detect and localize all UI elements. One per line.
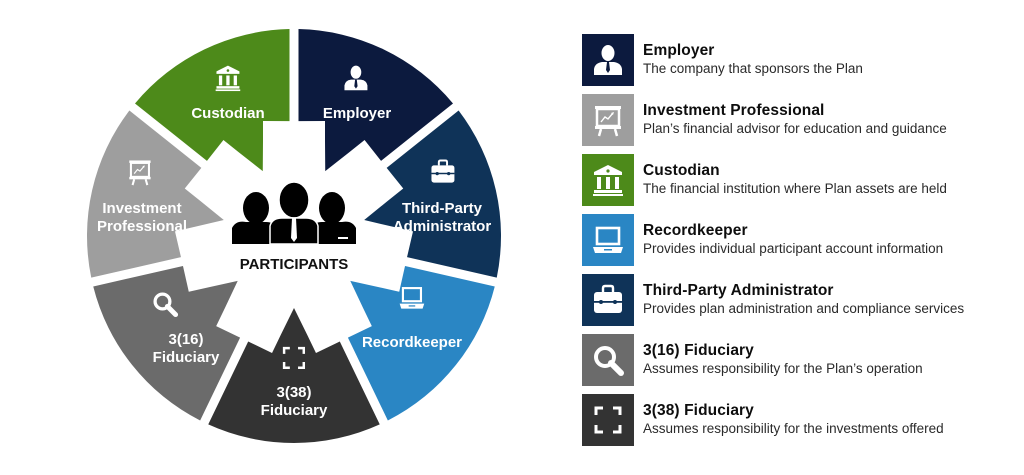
- segment-custodian[interactable]: Custodian: [135, 29, 290, 172]
- bank-icon: [593, 165, 623, 196]
- segment-shape: [93, 265, 241, 421]
- segment-shape: [87, 110, 224, 278]
- segment-recordkeeper[interactable]: Recordkeeper: [347, 265, 495, 421]
- segment-label: 3(16)Fiduciary: [153, 331, 220, 366]
- presentation-chart-icon: [595, 106, 621, 137]
- segment-3-38-fiduciary[interactable]: 3(38)Fiduciary: [208, 308, 380, 444]
- legend-icon-box: [582, 154, 634, 206]
- legend-title: Custodian: [643, 162, 720, 179]
- legend-title: Recordkeeper: [643, 222, 748, 239]
- legend-icon-box: [582, 274, 634, 326]
- person-icon: [344, 65, 368, 91]
- segment-label: Employer: [323, 105, 392, 122]
- segment-shape: [347, 265, 495, 421]
- person-icon: [594, 45, 622, 75]
- briefcase-icon: [594, 284, 622, 313]
- legend-icon-box: [582, 34, 634, 86]
- magnifier-icon: [153, 292, 179, 318]
- focus-brackets-icon: [594, 406, 622, 434]
- segment-shape: [364, 110, 501, 278]
- focus-brackets-icon: [282, 346, 306, 370]
- legend-description: The company that sponsors the Plan: [643, 61, 863, 76]
- segment-label: Custodian: [191, 105, 264, 122]
- legend-description: Plan’s financial advisor for education a…: [643, 121, 947, 136]
- segment-employer[interactable]: Employer: [298, 29, 454, 172]
- people-group-icon: [232, 181, 356, 245]
- briefcase-icon: [431, 159, 455, 183]
- segment-shape: [298, 29, 453, 172]
- segment-label: 3(38)Fiduciary: [261, 384, 328, 419]
- legend-description: The financial institution where Plan ass…: [643, 181, 947, 196]
- legend-icon-box: [582, 394, 634, 446]
- participants-label: PARTICIPANTS: [240, 256, 349, 273]
- legend-icon-box: [582, 334, 634, 386]
- legend-title: Employer: [643, 42, 715, 59]
- presentation-chart-icon: [129, 160, 151, 186]
- participants-center: PARTICIPANTS: [232, 181, 356, 273]
- segment-shape: [135, 29, 290, 172]
- legend-title: 3(16) Fiduciary: [643, 342, 754, 359]
- legend-icon-box: [582, 214, 634, 266]
- legend-description: Assumes responsibility for the investmen…: [643, 421, 944, 436]
- legend-description: Provides plan administration and complia…: [643, 301, 965, 316]
- legend-title: 3(38) Fiduciary: [643, 402, 754, 419]
- segment-3-16-fiduciary[interactable]: 3(16)Fiduciary: [93, 265, 241, 421]
- magnifier-icon: [594, 346, 624, 376]
- segment-label: Recordkeeper: [362, 334, 462, 351]
- segment-shape: [208, 308, 380, 444]
- legend-description: Provides individual participant account …: [643, 241, 944, 256]
- bank-icon: [215, 65, 241, 92]
- laptop-icon: [593, 226, 623, 253]
- legend-title: Third-Party Administrator: [643, 282, 834, 299]
- legend-icon-box: [582, 94, 634, 146]
- laptop-icon: [399, 287, 425, 309]
- legend-description: Assumes responsibility for the Plan’s op…: [643, 361, 923, 376]
- legend-title: Investment Professional: [643, 102, 825, 119]
